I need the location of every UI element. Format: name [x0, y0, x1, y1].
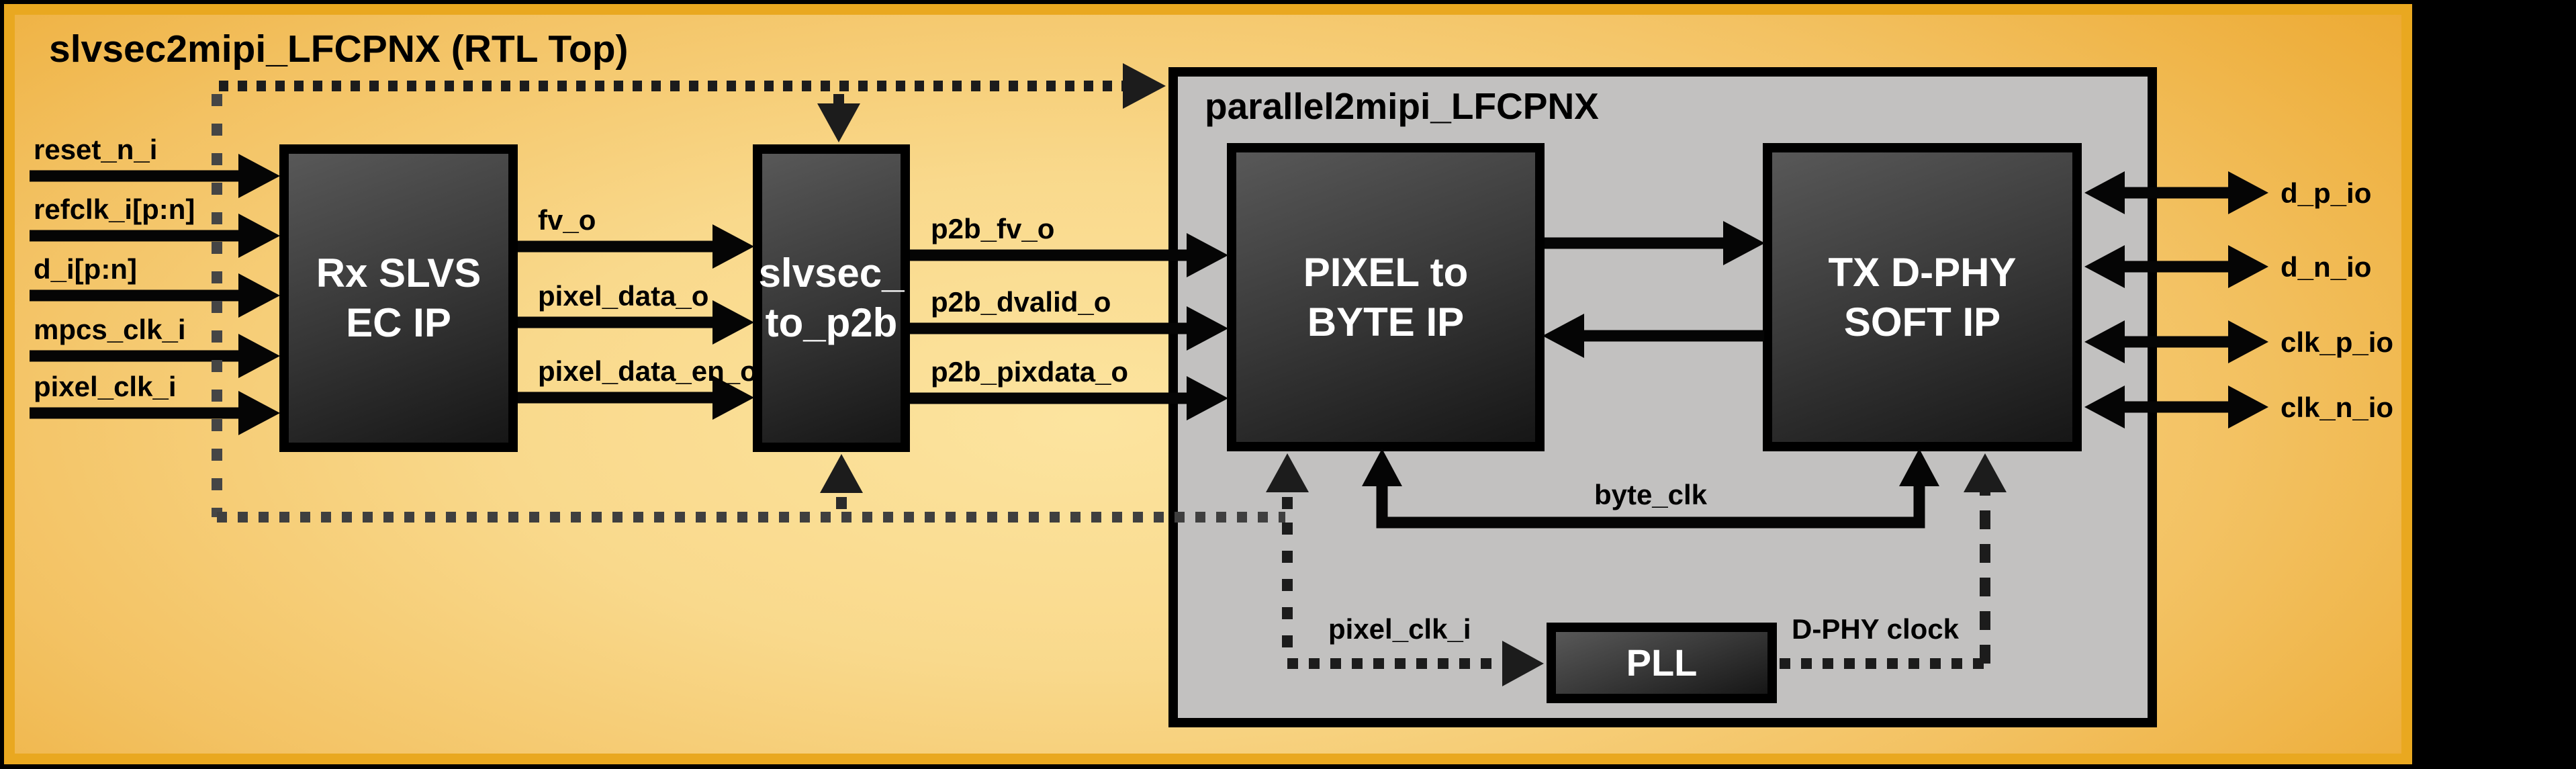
input-label-pixel_clk_i: pixel_clk_i	[34, 371, 177, 402]
page-title: slvsec2mipi_LFCPNX (RTL Top)	[49, 28, 629, 71]
block-slvsec-to-p2b: slvsec_ to_p2b	[753, 144, 910, 452]
output-label-clk_n_io: clk_n_io	[2281, 392, 2394, 423]
output-label-d_n_io: d_n_io	[2281, 251, 2372, 283]
input-label-reset_n_i: reset_n_i	[34, 134, 158, 165]
dotted-branch-into-pixel-bottom	[1266, 453, 1309, 509]
output-label-d_p_io: d_p_io	[2281, 177, 2372, 209]
block-tx-dphy-soft-ip: TX D-PHY SOFT IP	[1763, 143, 2082, 451]
signal-arrow-pixel_data_o	[518, 300, 754, 345]
output-arrow-clk_p_io	[2084, 320, 2268, 363]
block-pixel-to-byte-ip: PIXEL to BYTE IP	[1227, 143, 1545, 451]
signal-label-byte_clk: byte_clk	[1594, 479, 1708, 510]
output-arrow-clk_n_io	[2084, 386, 2268, 428]
signal-arrow-p2b_pixdata_o	[910, 376, 1228, 420]
container-title: parallel2mipi_LFCPNX	[1205, 85, 1599, 127]
signal-arrow-p2b_dvalid_o	[910, 306, 1228, 351]
signal-label-p2b_fv_o: p2b_fv_o	[931, 213, 1055, 244]
block-rx-slvs-line1: Rx SLVS	[316, 251, 481, 296]
block-slvsec-line2: to_p2b	[765, 300, 898, 345]
dotted-branch-into-slvsec-bottom	[820, 454, 863, 509]
input-arrow-refclk_i	[30, 214, 280, 258]
block-tx-line2: SOFT IP	[1843, 299, 2001, 345]
block-pixel-line2: BYTE IP	[1307, 299, 1465, 345]
block-pixel-line1: PIXEL to	[1303, 249, 1469, 295]
output-label-clk_p_io: clk_p_io	[2281, 326, 2394, 358]
signal-label-fv_o: fv_o	[538, 204, 596, 236]
signal-arrow-tx-to-pixel	[1543, 314, 1764, 358]
input-label-mpcs_clk_i: mpcs_clk_i	[34, 314, 186, 345]
output-arrow-d_p_io	[2084, 171, 2268, 214]
block-slvsec-line1: slvsec_	[758, 251, 905, 296]
signal-label-p2b_pixdata_o: p2b_pixdata_o	[931, 356, 1129, 388]
signal-label-pixel_data_o: pixel_data_o	[538, 280, 709, 312]
input-label-d_i: d_i[p:n]	[34, 253, 137, 285]
signal-route-byte_clk	[1362, 449, 1939, 529]
input-arrow-reset_n_i	[30, 154, 280, 198]
solid-wires	[30, 154, 2268, 529]
block-pll: PLL	[1547, 623, 1777, 703]
signal-label-pll-pixel_clk_i: pixel_clk_i	[1328, 613, 1471, 645]
signal-arrow-fv_o	[518, 224, 754, 269]
input-arrow-d_i	[30, 273, 280, 318]
signal-arrow-pixel-to-tx	[1545, 221, 1765, 265]
signal-label-dphy-clock: D-PHY clock	[1792, 613, 1959, 645]
input-label-refclk_i: refclk_i[p:n]	[34, 193, 195, 225]
signal-arrow-pixel_data_en_o	[518, 375, 754, 420]
dotted-route-pll-to-tx	[1780, 453, 2007, 669]
dotted-route-pixel_clk-to-pll	[1282, 523, 1544, 686]
block-rx-slvs-line2: EC IP	[346, 300, 451, 345]
dotted-wires	[212, 63, 2007, 686]
block-tx-line1: TX D-PHY	[1828, 249, 2017, 295]
dotted-top-route-to-container	[219, 63, 1166, 109]
dotted-branch-into-slvsec-top	[817, 94, 860, 142]
block-rx-slvs-ec-ip: Rx SLVS EC IP	[279, 144, 518, 452]
signal-label-p2b_dvalid_o: p2b_dvalid_o	[931, 286, 1111, 318]
signal-arrow-p2b_fv_o	[910, 233, 1228, 277]
input-arrow-pixel_clk_i	[30, 391, 280, 435]
output-arrow-d_n_io	[2084, 245, 2268, 288]
block-pll-label: PLL	[1626, 641, 1698, 684]
signal-label-pixel_data_en_o: pixel_data_en_o	[538, 355, 757, 387]
input-arrow-mpcs_clk_i	[30, 334, 280, 378]
